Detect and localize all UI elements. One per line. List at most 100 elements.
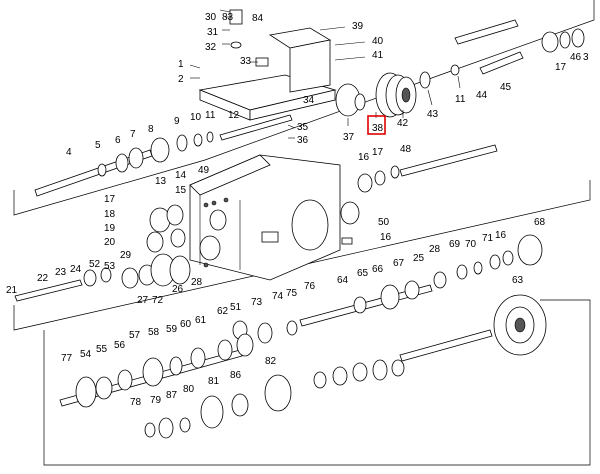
part-label-17: 17 (372, 147, 384, 158)
part-label-9: 9 (174, 116, 180, 127)
part-label-30: 30 (205, 12, 217, 23)
part-label-28: 28 (191, 277, 203, 288)
part-label-67: 67 (393, 258, 405, 269)
upper-right-shafts (450, 19, 585, 76)
part-label-10: 10 (190, 112, 202, 123)
part-label-25: 25 (413, 253, 425, 264)
part-label-16: 16 (358, 152, 370, 163)
part-label-44: 44 (476, 90, 488, 101)
part-label-16: 16 (380, 232, 392, 243)
part-label-42: 42 (397, 118, 409, 129)
part-label-43: 43 (427, 109, 439, 120)
part-label-61: 61 (195, 315, 207, 326)
part-label-56: 56 (114, 340, 126, 351)
part-label-57: 57 (129, 330, 141, 341)
part-label-11: 11 (205, 110, 216, 121)
part-label-58: 58 (148, 327, 160, 338)
part-label-1: 1 (178, 59, 184, 70)
part-label-60: 60 (180, 319, 192, 330)
part-label-80: 80 (183, 384, 195, 395)
part-label-40: 40 (372, 36, 384, 47)
part-label-69: 69 (449, 239, 461, 250)
part-label-82: 82 (265, 356, 277, 367)
part-label-72: 72 (152, 295, 164, 306)
part-label-3: 3 (583, 52, 589, 63)
part-label-77: 77 (61, 353, 73, 364)
part-label-65: 65 (357, 268, 369, 279)
left-gear-cluster (14, 204, 191, 302)
part-label-21: 21 (6, 285, 18, 296)
part-label-23: 23 (55, 267, 67, 278)
part-label-17: 17 (104, 194, 116, 205)
part-label-34: 34 (303, 95, 315, 106)
part-label-53: 53 (104, 261, 116, 272)
part-label-6: 6 (115, 135, 121, 146)
part-label-29: 29 (120, 250, 132, 261)
part-label-79: 79 (150, 395, 162, 406)
part-label-17: 17 (555, 62, 567, 73)
part-label-74: 74 (272, 291, 284, 302)
part-label-68: 68 (534, 217, 546, 228)
part-label-75: 75 (286, 288, 298, 299)
part-label-71: 71 (482, 233, 494, 244)
part-label-46: 46 (570, 52, 582, 63)
part-label-81: 81 (208, 376, 220, 387)
part-label-41: 41 (372, 50, 384, 61)
highlight-box (367, 115, 386, 135)
part-label-5: 5 (95, 140, 101, 151)
part-label-32: 32 (205, 42, 217, 53)
part-label-54: 54 (80, 349, 92, 360)
part-label-37: 37 (343, 132, 355, 143)
part-label-8: 8 (148, 124, 154, 135)
part-label-55: 55 (96, 344, 108, 355)
part-label-26: 26 (172, 284, 184, 295)
part-label-39: 39 (352, 21, 364, 32)
gearbox-housing (189, 154, 341, 281)
part-label-49: 49 (198, 165, 210, 176)
part-label-50: 50 (378, 217, 390, 228)
part-label-62: 62 (217, 306, 229, 317)
top-cover-plate (198, 9, 337, 121)
part-label-13: 13 (155, 176, 167, 187)
part-label-14: 14 (175, 170, 187, 181)
shaft-48-assembly (340, 144, 498, 245)
part-label-64: 64 (337, 275, 349, 286)
part-label-4: 4 (66, 147, 72, 158)
part-label-27: 27 (137, 295, 149, 306)
leader-lines (189, 9, 461, 139)
part-label-52: 52 (89, 259, 101, 270)
part-label-16: 16 (495, 230, 507, 241)
part-label-24: 24 (70, 264, 82, 275)
part-label-12: 12 (228, 110, 240, 121)
part-label-19: 19 (104, 223, 116, 234)
part-label-86: 86 (230, 370, 242, 381)
part-label-51: 51 (230, 302, 242, 313)
part-label-7: 7 (130, 129, 136, 140)
part-label-83: 83 (222, 12, 234, 23)
part-label-48: 48 (400, 144, 412, 155)
part-label-84: 84 (252, 13, 264, 24)
part-label-36: 36 (297, 135, 309, 146)
part-label-70: 70 (465, 239, 477, 250)
part-label-76: 76 (304, 281, 316, 292)
part-label-22: 22 (37, 273, 49, 284)
part-label-87: 87 (166, 390, 178, 401)
middle-shaft-assembly (232, 234, 543, 344)
lower-frame (43, 299, 591, 466)
gear-stack-37-42 (335, 71, 431, 118)
part-label-28: 28 (429, 244, 441, 255)
part-label-45: 45 (500, 82, 512, 93)
part-label-11: 11 (455, 94, 466, 105)
part-label-35: 35 (297, 122, 309, 133)
part-label-63: 63 (512, 275, 524, 286)
part-label-18: 18 (104, 209, 116, 220)
part-label-15: 15 (175, 185, 187, 196)
part-label-20: 20 (104, 237, 116, 248)
part-label-66: 66 (372, 264, 384, 275)
part-label-31: 31 (207, 27, 219, 38)
part-label-2: 2 (178, 74, 184, 85)
part-label-73: 73 (251, 297, 263, 308)
